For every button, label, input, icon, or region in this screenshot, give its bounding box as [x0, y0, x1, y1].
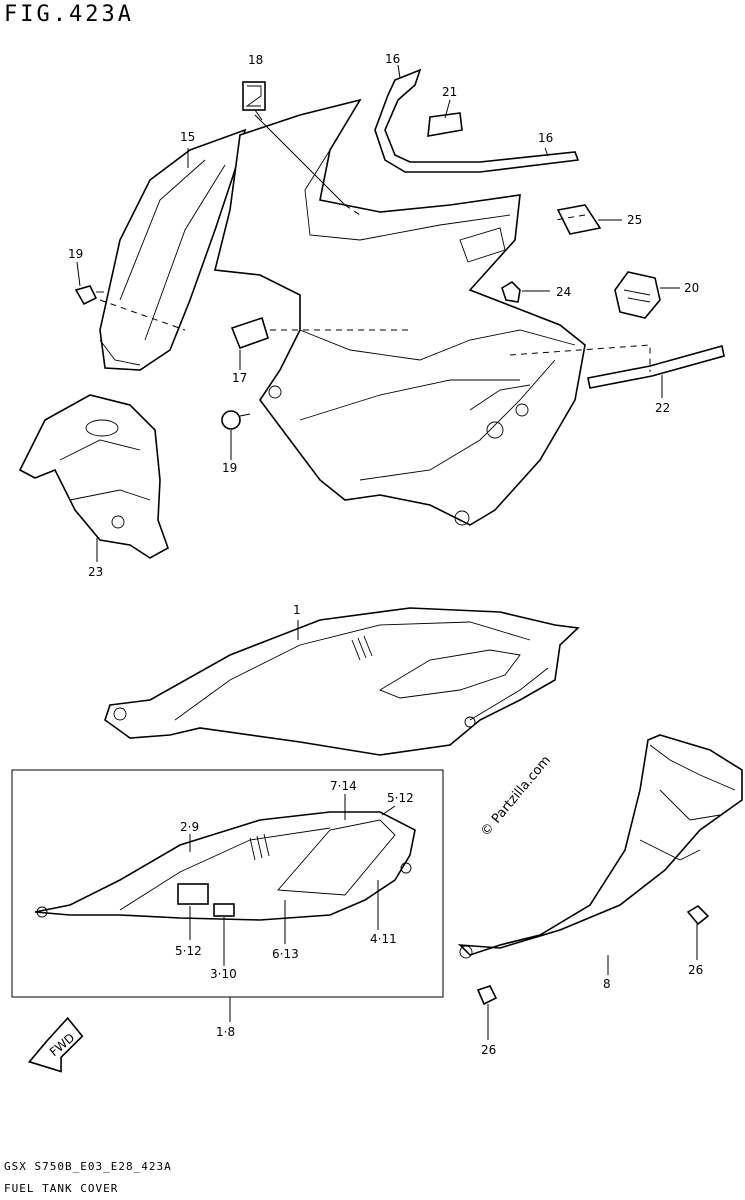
part-17-pad[interactable] [230, 316, 269, 350]
part-22-seal-strip[interactable] [587, 344, 725, 389]
part-2-9-cover[interactable] [34, 811, 416, 921]
callout-26-left: 26 [481, 1043, 496, 1057]
figure-caption: FUEL TANK COVER [4, 1182, 119, 1195]
callout-21: 21 [442, 85, 457, 99]
part-3-10-pad[interactable] [213, 903, 235, 917]
part-24-clip[interactable] [501, 280, 521, 303]
fwd-arrow-icon: FWD [27, 1016, 84, 1073]
figure-code: GSX S750B_E03_E28_423A [4, 1160, 172, 1173]
part-main-upper-cover[interactable] [214, 98, 586, 526]
part-21-pad[interactable] [427, 112, 463, 137]
callout-1: 1 [293, 603, 301, 617]
part-26-screw-left[interactable] [476, 985, 498, 1006]
part-19-screw-upper[interactable] [74, 285, 104, 306]
callout-26-right: 26 [688, 963, 703, 977]
callout-17: 17 [232, 371, 247, 385]
parts-set-box [11, 769, 444, 998]
part-19-screw-lower[interactable] [221, 410, 251, 430]
part-18-emblem[interactable] [242, 81, 266, 111]
callout-5-12-bottom: 5·12 [175, 944, 202, 958]
part-25-pad[interactable] [556, 204, 602, 235]
part-1-cover[interactable] [104, 607, 580, 756]
callout-25: 25 [627, 213, 642, 227]
part-20-cushion[interactable] [614, 271, 661, 319]
callout-8: 8 [603, 977, 611, 991]
callout-7-14: 7·14 [330, 779, 357, 793]
part-8-side-cover[interactable] [457, 734, 743, 959]
callout-23: 23 [88, 565, 103, 579]
callout-16-top: 16 [385, 52, 400, 66]
part-26-screw-right[interactable] [686, 904, 710, 926]
callout-18: 18 [248, 53, 263, 67]
figure-title: FIG.423A [4, 2, 134, 27]
callout-22: 22 [655, 401, 670, 415]
part-23-bracket[interactable] [18, 394, 169, 559]
callout-6-13: 6·13 [272, 947, 299, 961]
callout-4-11: 4·11 [370, 932, 397, 946]
callout-20: 20 [684, 281, 699, 295]
part-5-12-pad[interactable] [177, 883, 209, 905]
callout-3-10: 3·10 [210, 967, 237, 981]
part-15-side-cover[interactable] [99, 128, 247, 371]
callout-16-right: 16 [538, 131, 553, 145]
callout-19-upper: 19 [68, 247, 83, 261]
callout-15: 15 [180, 130, 195, 144]
callout-19-lower: 19 [222, 461, 237, 475]
callout-1-8: 1·8 [216, 1025, 235, 1039]
callout-5-12-top: 5·12 [387, 791, 414, 805]
part-16-trim-strip[interactable] [374, 68, 580, 173]
callout-2-9: 2·9 [180, 820, 199, 834]
callout-24: 24 [556, 285, 571, 299]
